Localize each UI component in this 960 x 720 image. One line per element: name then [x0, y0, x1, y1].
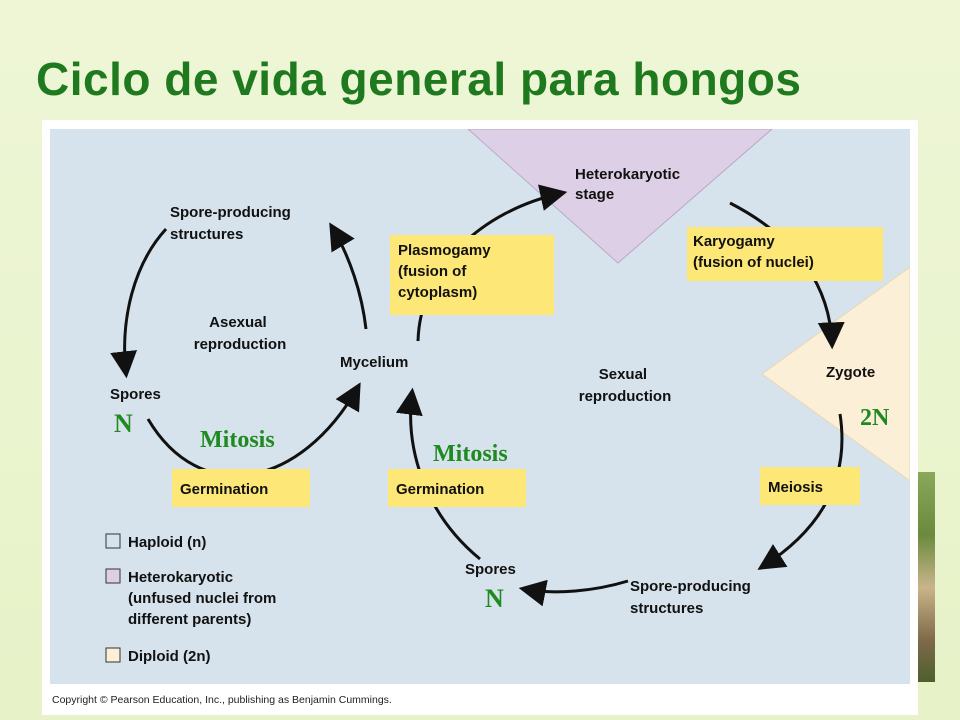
- spores-bottom-label: Spores: [465, 561, 516, 578]
- germination-right-label: Germination: [396, 481, 484, 498]
- spore-structures-right-label: Spore-producing structures: [630, 578, 755, 617]
- spore-structures-left-label: Spore-producing structures: [170, 204, 295, 243]
- meiosis-box: [760, 467, 860, 505]
- arrow-structures-to-spores-bottom: [518, 579, 629, 607]
- figure-panel: Heterokaryotic stage Karyogamy (fusion o…: [42, 120, 918, 715]
- legend-heterokaryotic-swatch: [105, 568, 121, 584]
- karyogamy-label: Karyogamy (fusion of nuclei): [693, 233, 814, 271]
- haploid-n-bottom-label: N: [485, 584, 504, 613]
- haploid-n-left-label: N: [114, 409, 133, 438]
- legend-diploid-swatch: [105, 647, 121, 663]
- diploid-2n-label: 2N: [860, 405, 890, 431]
- copyright-text: Copyright © Pearson Education, Inc., pub…: [52, 694, 392, 706]
- mitosis-right-label: Mitosis: [433, 441, 508, 467]
- plasmogamy-box: [390, 235, 554, 315]
- mycelium-label: Mycelium: [340, 354, 408, 371]
- diploid-region: [761, 266, 910, 482]
- meiosis-label: Meiosis: [768, 479, 823, 496]
- spores-left-label: Spores: [110, 386, 161, 403]
- legend-haploid-label: Haploid (n): [128, 534, 206, 551]
- slide-title: Ciclo de vida general para hongos: [36, 53, 802, 105]
- arrow-structures-to-spores: [110, 227, 168, 379]
- plasmogamy-label: Plasmogamy (fusion of cytoplasm): [398, 242, 495, 301]
- germination-left-box: [172, 469, 310, 507]
- legend: Haploid (n) Heterokaryotic (unfused nucl…: [105, 533, 281, 665]
- arrow-mycelium-to-structures: [329, 222, 368, 330]
- legend-diploid-label: Diploid (2n): [128, 648, 211, 665]
- germination-left-label: Germination: [180, 481, 268, 498]
- life-cycle-diagram: Heterokaryotic stage Karyogamy (fusion o…: [50, 129, 910, 684]
- sexual-reproduction-label: Sexual reproduction: [579, 366, 672, 405]
- germination-right-box: [388, 469, 526, 507]
- legend-haploid-swatch: [105, 533, 121, 549]
- heterokaryotic-stage-label: Heterokaryotic stage: [575, 166, 684, 203]
- karyogamy-box: [687, 227, 883, 281]
- asexual-reproduction-label: Asexual reproduction: [194, 314, 287, 353]
- diagram-svg: Heterokaryotic stage Karyogamy (fusion o…: [105, 129, 910, 665]
- zygote-label: Zygote: [826, 364, 875, 381]
- mitosis-left-label: Mitosis: [200, 427, 275, 453]
- legend-heterokaryotic-label: Heterokaryotic (unfused nuclei from diff…: [128, 569, 281, 628]
